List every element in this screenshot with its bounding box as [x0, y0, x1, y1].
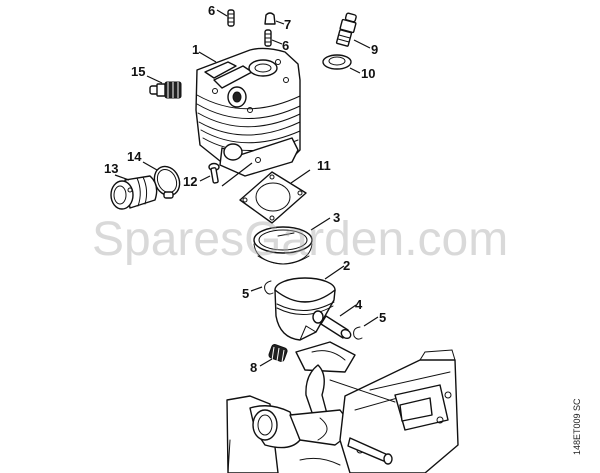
callout-12[interactable]: 12	[183, 174, 198, 189]
callout-5-right[interactable]: 5	[379, 310, 387, 325]
piston-pin-part-4[interactable]	[320, 315, 352, 340]
callout-1[interactable]: 1	[192, 42, 200, 57]
callout-4[interactable]: 4	[355, 297, 363, 312]
decompression-valve-part-9[interactable]	[335, 12, 357, 47]
spark-plug-part-15[interactable]	[149, 81, 182, 99]
callout-9[interactable]: 9	[371, 42, 379, 57]
intake-manifold-part-13[interactable]	[110, 175, 158, 210]
callout-6-lower[interactable]: 6	[282, 38, 290, 53]
piston-rings-part-3[interactable]	[253, 226, 313, 265]
callout-14[interactable]: 14	[127, 149, 142, 164]
circlip-part-5-right[interactable]	[353, 326, 363, 340]
stud-part-6-top[interactable]	[227, 9, 235, 27]
valve-seal-part-10[interactable]	[322, 54, 352, 70]
callout-8[interactable]: 8	[250, 360, 258, 375]
cylinder-part-1[interactable]	[195, 47, 301, 177]
needle-cage-part-8[interactable]	[268, 344, 288, 363]
callout-6-top[interactable]: 6	[208, 3, 216, 18]
callout-2[interactable]: 2	[343, 258, 351, 273]
stud-part-6-lower[interactable]	[264, 29, 272, 47]
callout-15[interactable]: 15	[131, 64, 146, 79]
drawing-code: 148ET009 SC	[572, 398, 582, 455]
callout-3[interactable]: 3	[333, 210, 341, 225]
callout-7[interactable]: 7	[284, 17, 292, 32]
callout-11[interactable]: 11	[317, 158, 331, 173]
cap-part-7[interactable]	[264, 12, 276, 25]
callout-13[interactable]: 13	[104, 161, 119, 176]
crankcase-housing	[226, 341, 459, 473]
circlip-part-5-left[interactable]	[264, 280, 274, 295]
screw-part-12[interactable]	[208, 162, 220, 184]
piston-part-2[interactable]	[274, 277, 336, 341]
cylinder-gasket-part-11[interactable]	[239, 171, 307, 224]
callout-10[interactable]: 10	[361, 66, 376, 81]
callout-5-left[interactable]: 5	[242, 286, 250, 301]
